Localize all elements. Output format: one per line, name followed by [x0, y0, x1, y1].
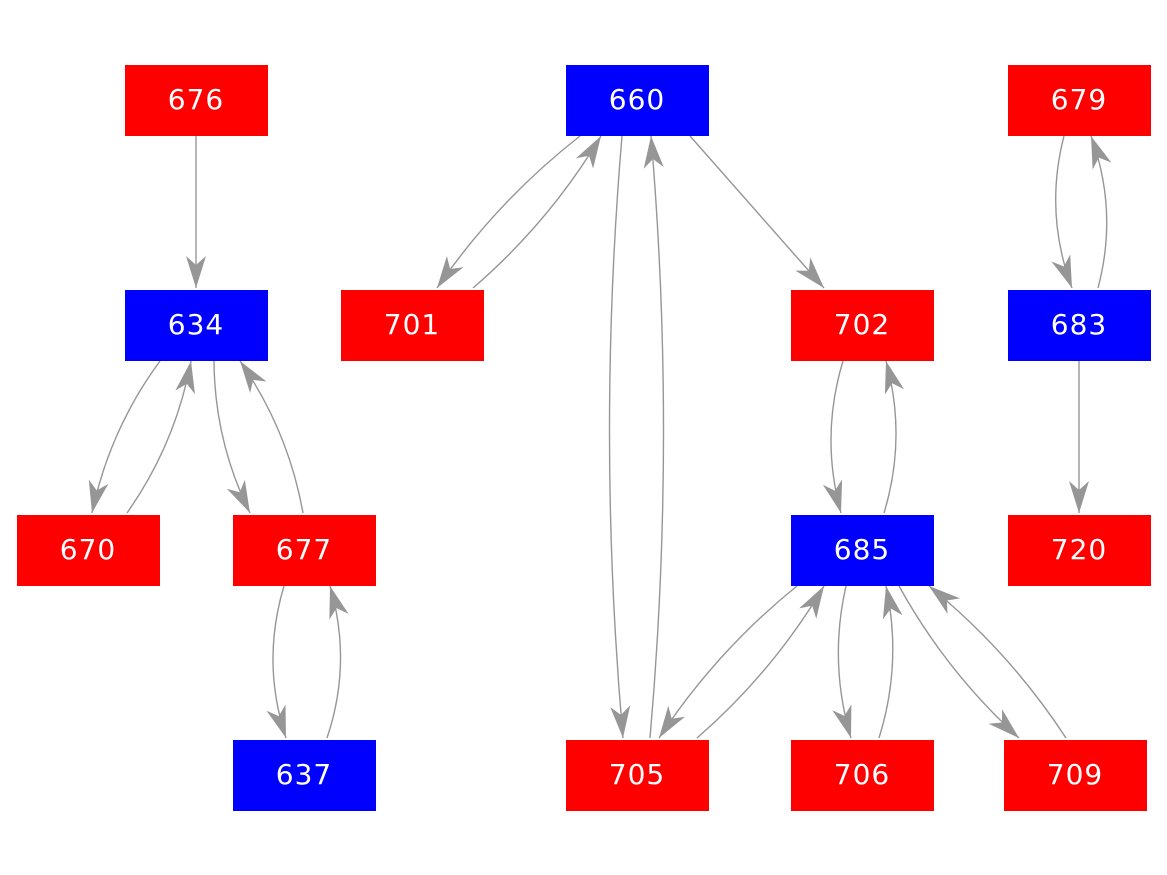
arrowhead-676-634 [186, 256, 206, 288]
node-679: 679 [1007, 64, 1151, 136]
node-702: 702 [790, 289, 934, 361]
arrowhead-637-677 [329, 586, 349, 620]
node-706: 706 [790, 739, 934, 811]
node-677: 677 [232, 514, 376, 586]
node-677-label: 677 [275, 533, 333, 566]
edge-685-709 [898, 585, 1020, 739]
node-660-label: 660 [608, 83, 666, 116]
node-679-label: 679 [1050, 83, 1108, 116]
edge-705-660 [649, 135, 665, 739]
node-683-label: 683 [1050, 308, 1108, 341]
arrowhead-679-683 [1051, 254, 1072, 288]
node-709: 709 [1003, 739, 1147, 811]
node-634-label: 634 [167, 308, 225, 341]
edge-705-685 [696, 585, 825, 739]
node-670-label: 670 [59, 533, 117, 566]
arrowhead-660-705 [610, 705, 631, 738]
node-660: 660 [565, 64, 709, 136]
arrowhead-705-685 [799, 586, 824, 619]
node-705: 705 [565, 739, 709, 811]
arrowhead-670-634 [175, 361, 195, 395]
arrowhead-705-660 [643, 136, 664, 169]
node-709-label: 709 [1046, 758, 1104, 791]
arrowhead-634-670 [88, 479, 109, 513]
node-685-label: 685 [833, 533, 891, 566]
arrowhead-683-679 [1091, 136, 1112, 170]
node-701: 701 [340, 289, 484, 361]
node-706-label: 706 [833, 758, 891, 791]
node-676-label: 676 [167, 83, 225, 116]
arrowhead-677-637 [266, 704, 286, 738]
node-637: 637 [232, 739, 376, 811]
arrowhead-702-685 [822, 479, 843, 513]
edge-660-701 [436, 135, 581, 289]
edge-709-685 [928, 585, 1067, 739]
node-637-label: 637 [275, 758, 333, 791]
node-702-label: 702 [833, 308, 891, 341]
node-676: 676 [124, 64, 268, 136]
arrowhead-685-705 [659, 705, 685, 738]
edge-660-702 [689, 135, 825, 289]
arrowhead-685-706 [832, 704, 852, 738]
node-634: 634 [124, 289, 268, 361]
edge-701-660 [472, 135, 602, 289]
arrowhead-685-702 [884, 361, 905, 395]
node-701-label: 701 [383, 308, 441, 341]
arrowhead-683-720 [1069, 481, 1089, 513]
node-683: 683 [1007, 289, 1151, 361]
node-720: 720 [1007, 514, 1151, 586]
edge-685-705 [658, 585, 798, 739]
node-685: 685 [790, 514, 934, 586]
node-720-label: 720 [1050, 533, 1108, 566]
arrowhead-706-685 [882, 586, 903, 620]
arrowhead-701-660 [576, 136, 601, 169]
node-705-label: 705 [608, 758, 666, 791]
edge-660-705 [608, 135, 624, 739]
arrowhead-709-685 [929, 586, 961, 614]
arrowhead-660-702 [795, 257, 824, 288]
node-670: 670 [16, 514, 160, 586]
arrowhead-634-677 [226, 479, 250, 513]
arrowhead-677-634 [240, 361, 267, 393]
arrowhead-685-709 [988, 709, 1019, 738]
arrowhead-660-701 [437, 256, 464, 288]
